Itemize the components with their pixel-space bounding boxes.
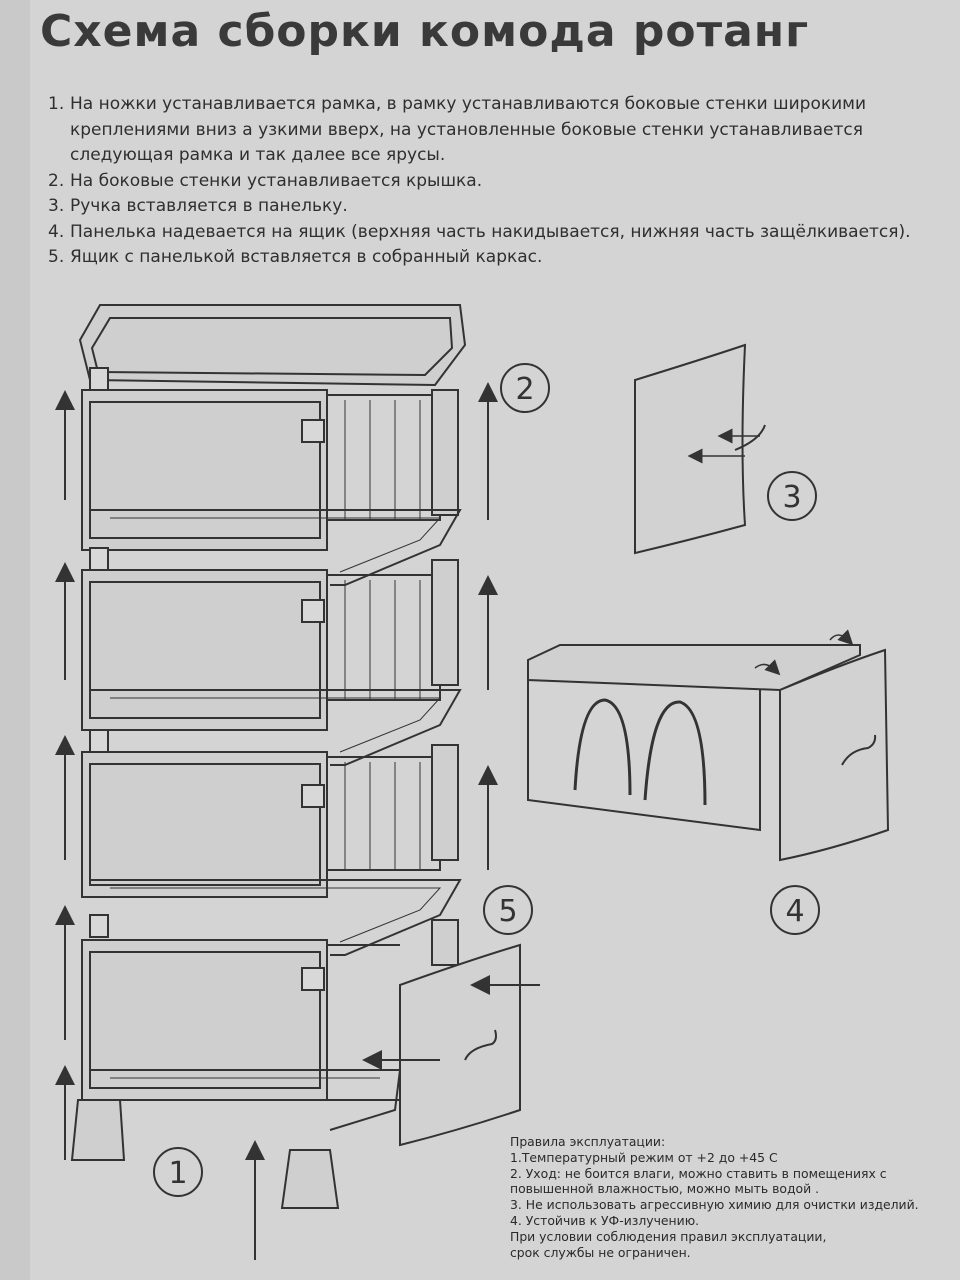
- leg-right: [280, 1149, 340, 1209]
- rules-line: 2. Уход: не боится влаги, можно ставить …: [510, 1165, 887, 1181]
- callout-5: 5: [498, 894, 517, 929]
- drawer-front-1: [81, 389, 328, 551]
- callout-circle: [767, 471, 817, 521]
- callout-1: 1: [168, 1156, 187, 1191]
- usage-rules: Правила эксплуатации: 1.Температурный ре…: [510, 1134, 950, 1260]
- step-item: 4.Панелька надевается на ящик (верхняя ч…: [48, 221, 911, 242]
- handle-shape: [734, 424, 766, 451]
- callout-circle: [500, 363, 550, 413]
- drawer-front-3: [81, 751, 328, 898]
- frame-side-3: [327, 756, 441, 871]
- frame-shelf-inner-3: [110, 887, 442, 943]
- step-item: 3.Ручка вставляется в панельку.: [48, 196, 348, 216]
- callout-3: 3: [782, 480, 801, 515]
- corner-clip: [301, 967, 325, 991]
- corner-clip: [89, 729, 109, 753]
- corner-clip: [301, 784, 325, 808]
- drawer-box-illustration: [527, 629, 890, 862]
- corner-clip: [301, 419, 325, 443]
- drawer-handle: [464, 1029, 497, 1061]
- frame-side-4: [327, 944, 400, 1101]
- panel-handle-illustration: [634, 343, 766, 555]
- side-post-1: [431, 389, 459, 516]
- drawer-panel-3: [89, 763, 321, 886]
- corner-clip: [301, 599, 325, 623]
- frame-shelf-inner-2: [110, 697, 442, 753]
- corner-clip: [89, 367, 109, 391]
- frame-shelf-2: [90, 689, 462, 766]
- drawer-panel-2: [89, 581, 321, 719]
- box-arch: [643, 700, 707, 806]
- callout-circle: [153, 1147, 203, 1197]
- drawer-panel-inserting: [399, 943, 521, 1147]
- leg-left: [70, 1099, 126, 1161]
- side-slats-3: [344, 762, 421, 870]
- chest-illustration: [70, 304, 521, 1209]
- callout-circle: [770, 885, 820, 935]
- clip-arrow: [829, 629, 854, 646]
- drawer-front-2: [81, 569, 328, 731]
- box-front-panel: [779, 648, 890, 862]
- callout-2: 2: [515, 372, 534, 407]
- lift-arrows: [55, 382, 498, 1260]
- side-slats-2: [344, 580, 421, 700]
- side-post-3: [431, 744, 459, 861]
- callout-4: 4: [785, 894, 804, 929]
- step-item: 5.Ящик с панелькой вставляется в собранн…: [48, 247, 543, 267]
- corner-clip: [89, 547, 109, 571]
- corner-clip: [89, 914, 109, 938]
- drawer-panel-4: [89, 951, 321, 1089]
- rules-line: 4. Устойчив к УФ-излучению.: [510, 1212, 700, 1228]
- box-side: [527, 670, 761, 832]
- rules-line: повышенной влажностью, можно мыть водой …: [510, 1181, 820, 1197]
- page-title: Схема сборки комода ротанг: [40, 6, 810, 57]
- frame-side-2: [327, 574, 441, 701]
- step-callouts: [153, 363, 820, 1197]
- rules-heading: Правила эксплуатации:: [510, 1134, 666, 1149]
- step-item: 2.На боковые стенки устанавливается крыш…: [48, 170, 483, 191]
- frame-shelf-inner-1: [110, 517, 442, 573]
- panel-shape: [634, 343, 747, 555]
- clip-arrow: [754, 659, 781, 676]
- drawer-panel-1: [89, 401, 321, 539]
- frame-shelf-4: [90, 1069, 402, 1131]
- frame-shelf-3: [90, 879, 462, 956]
- rules-line: При условии соблюдения правил эксплуатац…: [510, 1228, 827, 1244]
- drawer-front-4: [81, 939, 328, 1101]
- callout-circle: [483, 885, 533, 935]
- box-arch: [573, 698, 632, 796]
- rules-line: 3. Не использовать агрессивную химию для…: [510, 1197, 919, 1213]
- side-post-2: [431, 559, 459, 686]
- side-post-4: [431, 919, 459, 966]
- rules-line: срок службы не ограничен.: [510, 1244, 691, 1260]
- assembly-steps: 1.На ножки устанавливается рамка, в рамк…: [48, 92, 938, 271]
- frame-shelf-1: [90, 509, 462, 586]
- box-handle: [841, 734, 877, 766]
- frame-side-1: [327, 394, 441, 521]
- side-slats-1: [344, 400, 421, 520]
- step-item: 1.На ножки устанавливается рамка, в рамк…: [48, 94, 867, 165]
- rules-line: 1.Температурный режим от +2 до +45 С: [510, 1149, 778, 1165]
